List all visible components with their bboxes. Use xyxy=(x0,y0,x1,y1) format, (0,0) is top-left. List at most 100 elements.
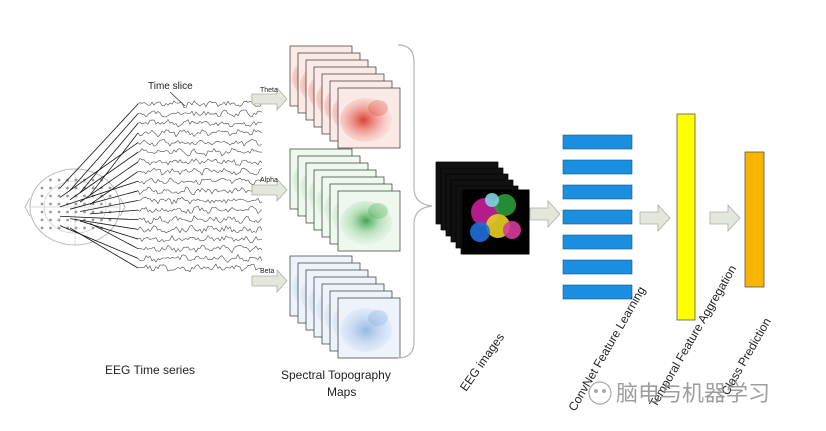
electrode-connector-line xyxy=(59,215,139,221)
electrode-dot xyxy=(91,226,95,230)
electrode-dot xyxy=(66,194,69,198)
band-theta-arrow: Theta xyxy=(251,86,288,112)
electrode-dot xyxy=(108,194,112,198)
class-prediction-block xyxy=(744,151,765,288)
band-alpha-label: Alpha xyxy=(260,177,278,184)
electrode-dot xyxy=(91,178,95,182)
eeg-image-spot xyxy=(470,222,490,242)
electrode-dot xyxy=(57,210,61,214)
spectral-maps-label-line1: Spectral Topography xyxy=(281,368,391,382)
eeg-images-stack xyxy=(435,161,530,255)
eeg-trace xyxy=(137,263,263,273)
topography-map-blob xyxy=(340,201,392,245)
eeg-image-spot xyxy=(485,193,499,207)
electrode-dot xyxy=(49,226,52,230)
electrode-dot xyxy=(74,202,78,206)
electrode-connector-line xyxy=(79,200,139,212)
electrode-dot xyxy=(108,186,112,190)
electrode-dot xyxy=(57,218,61,222)
electrode-lines xyxy=(59,103,139,269)
electrode-dot xyxy=(74,178,78,182)
electrode-dot xyxy=(49,178,52,182)
eeg-trace xyxy=(137,167,263,176)
watermark: 脑电与机器学习 xyxy=(588,381,770,407)
eeg-trace xyxy=(137,186,263,196)
electrode-dot xyxy=(74,210,78,214)
electrode-dot xyxy=(108,202,112,206)
eeg-images-label: EEG images xyxy=(457,331,507,394)
eeg-trace xyxy=(137,147,263,157)
eeg-trace xyxy=(137,244,263,254)
electrode-connector-line xyxy=(59,180,139,208)
eeg-trace xyxy=(137,253,263,263)
eeg-image-spot xyxy=(503,221,521,239)
arrow-to-convnet xyxy=(529,199,561,229)
eeg-image-spot xyxy=(494,194,516,216)
eeg-time-series-traces xyxy=(137,100,263,273)
electrode-dot xyxy=(49,210,52,214)
topography-map-blob xyxy=(368,310,388,326)
electrode-dot xyxy=(83,210,86,214)
eeg-time-series-label: EEG Time series xyxy=(105,363,195,377)
time-slice-label: Time slice xyxy=(148,81,193,92)
electrode-dot xyxy=(49,218,52,222)
electrode-connector-line xyxy=(69,227,139,269)
watermark-text: 脑电与机器学习 xyxy=(616,382,770,407)
alpha-topography-stack xyxy=(289,148,401,252)
electrode-connector-line xyxy=(69,151,139,201)
electrode-dot xyxy=(108,218,112,222)
eeg-trace xyxy=(137,205,263,215)
electrode-dot xyxy=(91,218,95,222)
electrode-connector-line xyxy=(89,209,139,215)
electrode-dot xyxy=(49,194,52,198)
convnet-block xyxy=(562,184,633,200)
electrode-connector-line xyxy=(69,218,139,230)
electrode-connector-line xyxy=(59,142,139,198)
electrode-dot xyxy=(91,186,95,190)
band-alpha-arrow: Alpha xyxy=(251,177,288,203)
electrode-dot xyxy=(57,194,61,198)
electrode-dot xyxy=(66,210,69,214)
electrode-dot xyxy=(57,186,61,190)
eeg-trace xyxy=(137,215,263,225)
theta-topography-stack xyxy=(289,45,401,149)
electrode-dot xyxy=(49,186,52,190)
electrode-dot xyxy=(57,226,61,230)
band-beta-arrow: Beta xyxy=(251,268,288,294)
electrode-dot xyxy=(40,186,44,190)
eeg-trace xyxy=(137,109,263,118)
eeg-trace xyxy=(137,234,263,244)
wechat-logo-icon xyxy=(588,381,612,405)
electrode-dot xyxy=(91,210,95,214)
electrode-connector-line xyxy=(89,171,139,205)
topography-map-blob xyxy=(340,308,392,352)
time-slice-pointer xyxy=(169,91,186,107)
electrode-dot xyxy=(49,202,52,206)
electrode-dot xyxy=(40,226,44,230)
topography-map-blob xyxy=(368,203,388,219)
electrode-dot xyxy=(100,202,103,206)
eeg-trace xyxy=(137,225,263,234)
topography-map-blob xyxy=(340,98,392,142)
electrode-dot xyxy=(57,178,61,182)
electrode-dot xyxy=(66,186,69,190)
grouping-brace xyxy=(397,44,433,359)
band-theta-label: Theta xyxy=(260,87,278,94)
electrode-dot xyxy=(40,194,44,198)
eeg-trace xyxy=(137,196,263,205)
arrow-to-temporal xyxy=(639,203,671,233)
eeg-trace xyxy=(137,118,263,128)
convnet-block xyxy=(562,284,633,300)
eeg-trace xyxy=(137,128,263,138)
electrode-dot xyxy=(40,202,44,206)
electrode-dot xyxy=(74,186,78,190)
beta-topography-stack xyxy=(289,255,401,359)
topography-map-blob xyxy=(368,100,388,116)
electrode-connector-line xyxy=(89,132,139,196)
convnet-block xyxy=(562,259,633,275)
temporal-aggregation-block xyxy=(676,113,696,321)
electrode-dot xyxy=(40,218,44,222)
electrode-dot xyxy=(100,218,103,222)
